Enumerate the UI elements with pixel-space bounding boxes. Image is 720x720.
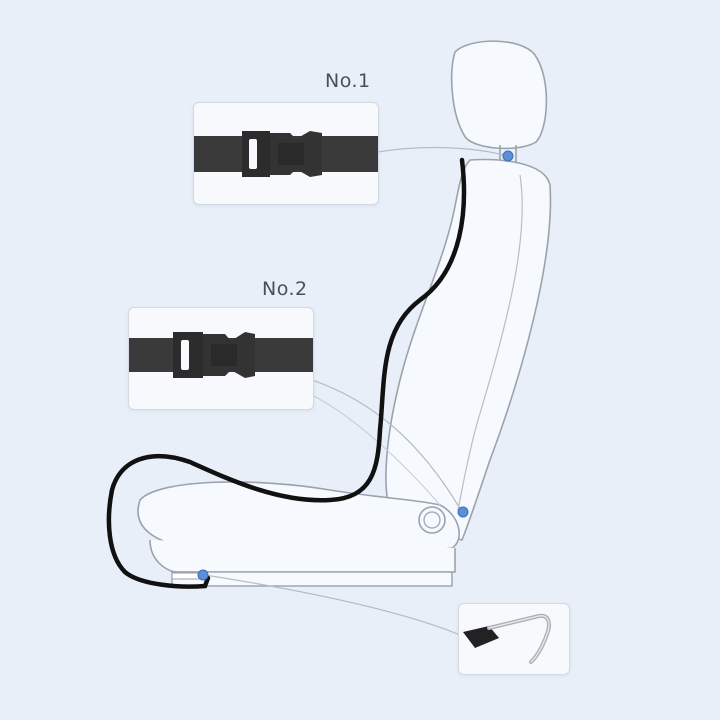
- anchor-point-bottom: [197, 569, 209, 581]
- buckle-strap-icon: [194, 131, 378, 177]
- callout-line-3: [204, 574, 461, 636]
- label-no2: No.2: [262, 278, 308, 300]
- seat-rail: [171, 571, 453, 587]
- callout-line-2: [311, 379, 463, 513]
- callout-buckle-no1: [193, 102, 379, 205]
- callout-metal-hook: [458, 603, 570, 675]
- recline-knob-inner: [423, 511, 441, 529]
- seat-backrest: [385, 158, 552, 541]
- callout-buckle-no2: [128, 307, 314, 410]
- buckle-strap-icon: [129, 332, 313, 378]
- backrest-inner-edge: [457, 174, 523, 511]
- callout-line-4: [311, 394, 441, 506]
- headrest: [450, 40, 548, 150]
- metal-hook-icon: [463, 613, 551, 664]
- anchor-point-middle: [457, 506, 469, 518]
- rail-slot: [171, 572, 203, 580]
- seat-cushion-cover-outline: [106, 157, 467, 589]
- callout-line-1: [377, 146, 509, 157]
- label-no1: No.1: [325, 70, 371, 92]
- anchor-point-top: [502, 150, 514, 162]
- recline-knob: [418, 506, 446, 534]
